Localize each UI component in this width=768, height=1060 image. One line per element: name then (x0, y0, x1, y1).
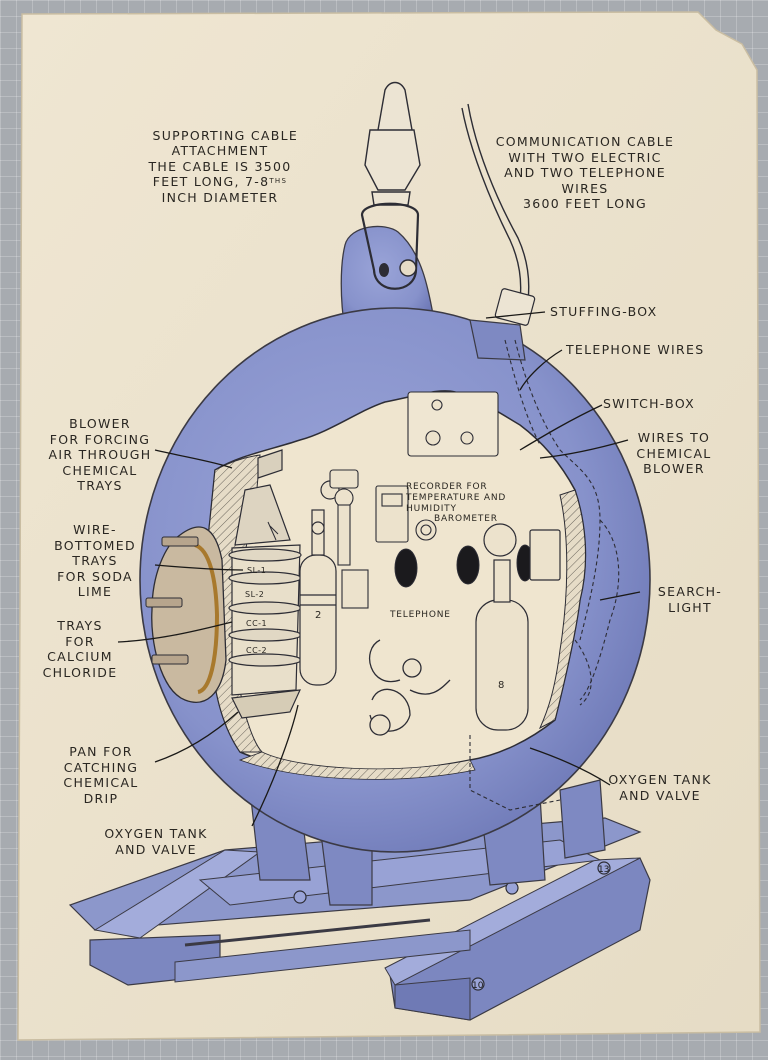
label-supporting-cable-text: SUPPORTING CABLE ATTACHMENT THE CABLE IS… (148, 127, 299, 190)
label-wires-to-blower: WIRES TO CHEMICAL BLOWER (636, 430, 712, 476)
communication-cable (461, 107, 522, 301)
top-lug (340, 225, 436, 331)
label-supporting-cable-end: INCH DIAMETER (161, 189, 279, 205)
label-supporting-cable-ths: THS (269, 177, 288, 185)
label-oxygen-left: OXYGEN TANK AND VALVE (104, 826, 208, 857)
supporting-shackle (360, 81, 421, 290)
instruments (329, 391, 499, 609)
tray-label-sl1: SL-1 (247, 566, 267, 575)
label-stuffing-box: STUFFING-BOX (550, 304, 658, 319)
chemical-trays-assembly (228, 449, 302, 719)
label-wire-trays: WIRE- BOTTOMED TRAYS FOR SODA LIME (54, 522, 136, 599)
label-searchlight: SEARCH- LIGHT (657, 584, 723, 615)
label-barometer: BAROMETER (434, 514, 498, 524)
label-recorder: RECORDER FOR TEMPERATURE AND HUMIDITY (406, 482, 507, 514)
leader-lines (117, 311, 641, 827)
portholes (394, 544, 534, 588)
label-switch-box: SWITCH-BOX (603, 396, 696, 411)
tray-label-cc1: CC-1 (246, 619, 268, 628)
tank-number-2: 2 (315, 610, 322, 621)
dashed-wires (469, 339, 620, 811)
label-pan: PAN FOR CATCHING CHEMICAL DRIP (63, 744, 139, 806)
base-number-right: 13 (598, 865, 609, 875)
tray-label-cc2: CC-2 (246, 646, 268, 655)
telephone-headset (369, 639, 451, 736)
label-blower: BLOWER FOR FORCING AIR THROUGH CHEMICAL … (48, 416, 152, 493)
label-oxygen-right: OXYGEN TANK AND VALVE (608, 772, 712, 803)
tank-number-8: 8 (498, 680, 505, 691)
label-trays-calcium: TRAYS FOR CALCIUM CHLORIDE (42, 618, 118, 680)
base-number-left: 10 (472, 981, 484, 991)
label-telephone-wires: TELEPHONE WIRES (566, 342, 705, 357)
tray-label-sl2: SL-2 (245, 590, 265, 599)
label-communication-cable: COMMUNICATION CABLE WITH TWO ELECTRIC AN… (495, 134, 675, 211)
label-supporting-cable: SUPPORTING CABLE ATTACHMENT THE CABLE IS… (130, 112, 310, 205)
oxygen-tank-right (475, 523, 561, 731)
hatch-door (145, 526, 227, 703)
label-telephone: TELEPHONE (390, 610, 451, 620)
